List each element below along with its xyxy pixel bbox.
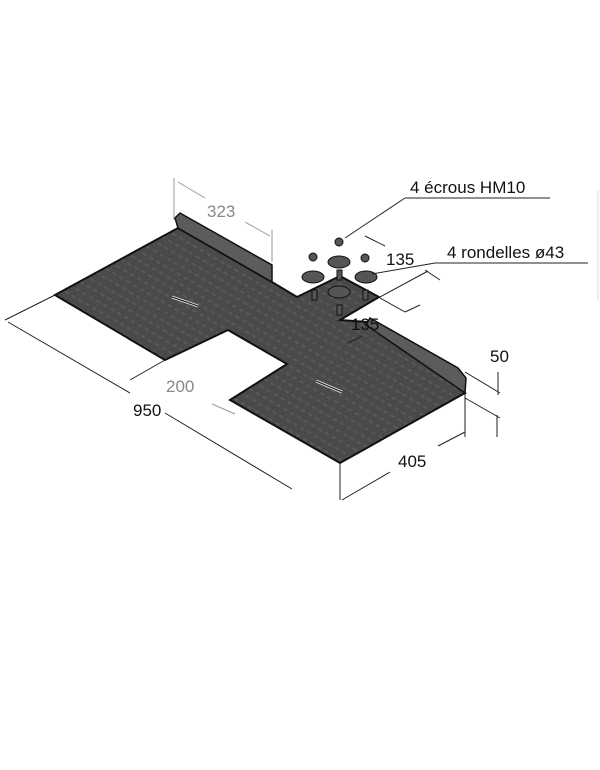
bolt: [311, 289, 318, 301]
callout-nuts: 4 écrous HM10: [410, 178, 525, 197]
washer: [327, 255, 351, 269]
nut: [308, 252, 318, 262]
left-flange: [174, 212, 273, 284]
dim-lines-gray: [173, 178, 273, 415]
washer: [354, 270, 378, 284]
nut: [360, 253, 370, 263]
nut: [334, 237, 344, 247]
slot: [315, 379, 343, 394]
slot: [171, 295, 199, 308]
washer: [301, 270, 325, 284]
dim-50: 50: [490, 347, 509, 366]
dim-323: 323: [207, 202, 235, 221]
right-flange: [365, 316, 467, 395]
bolt: [336, 269, 343, 281]
dim-lines: [4, 197, 588, 501]
callout-washers: 4 rondelles ø43: [447, 243, 564, 262]
dim-135-b: 135: [351, 315, 379, 334]
bolt: [336, 304, 343, 316]
dim-135-a: 135: [386, 250, 414, 269]
bolt: [362, 289, 369, 301]
dim-405: 405: [398, 452, 426, 471]
dim-200: 200: [166, 377, 194, 396]
washer: [327, 285, 351, 299]
hardware: [301, 237, 378, 316]
dim-950: 950: [133, 401, 161, 420]
